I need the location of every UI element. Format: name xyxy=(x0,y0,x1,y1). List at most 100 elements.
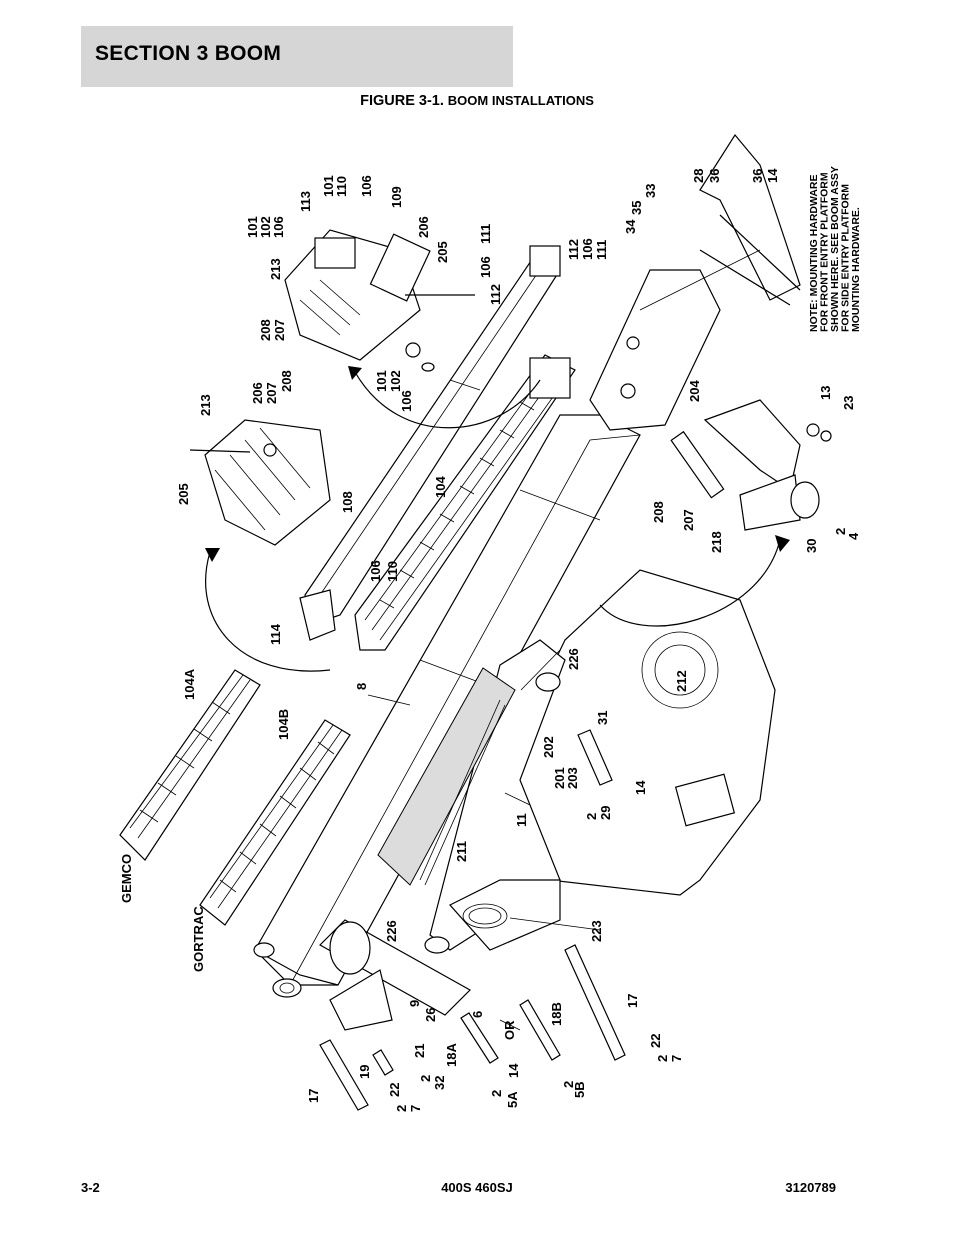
callout-226b: 226 xyxy=(384,920,399,942)
callout-11: 11 xyxy=(514,813,529,827)
callout-207b: 207 xyxy=(264,382,279,404)
callout-14b: 14 xyxy=(633,780,648,795)
note-line-5: MOUNTING HARDWARE. xyxy=(850,207,862,332)
callout-101c: 101 xyxy=(374,370,389,392)
callout-111a: 111 xyxy=(478,224,493,244)
callout-110b: 110 xyxy=(385,561,400,582)
callout-2e: 2 xyxy=(561,1081,576,1088)
callout-7b: 7 xyxy=(408,1105,423,1112)
fly-boom-channel xyxy=(299,245,561,641)
label-gemco: GEMCO xyxy=(119,854,134,903)
callout-17b: 17 xyxy=(306,1089,321,1103)
callout-106b: 106 xyxy=(359,175,374,197)
callout-212: 212 xyxy=(674,670,689,692)
callout-2a: 2 xyxy=(833,528,848,535)
bracket-assembly xyxy=(670,399,832,531)
callout-23: 23 xyxy=(841,396,856,410)
callout-104b: 104B xyxy=(276,709,291,740)
callout-22a: 22 xyxy=(648,1034,663,1048)
callout-5b: 5B xyxy=(572,1081,587,1098)
callout-226a: 226 xyxy=(566,648,581,670)
callout-106a: 106 xyxy=(271,216,286,238)
callout-106e: 106 xyxy=(399,390,414,412)
gemco-track-104A xyxy=(119,669,261,861)
detail-arrows xyxy=(205,366,790,672)
figure-number: FIGURE 3-1. xyxy=(360,93,444,109)
callout-205a: 205 xyxy=(435,241,450,263)
section-header-bar: SECTION 3 BOOM xyxy=(81,26,513,87)
label-gortrac: GORTRAC xyxy=(191,906,206,972)
callout-36b: 36 xyxy=(750,169,765,183)
callout-2b: 2 xyxy=(584,813,599,820)
section-title: SECTION 3 BOOM xyxy=(95,42,282,65)
callout-26: 26 xyxy=(423,1008,438,1022)
callout-36a: 36 xyxy=(707,169,722,183)
callout-31: 31 xyxy=(595,711,610,725)
callout-213a: 213 xyxy=(268,258,283,280)
callout-207c: 207 xyxy=(681,509,696,531)
callout-203: 203 xyxy=(565,767,580,789)
callout-2d: 2 xyxy=(489,1090,504,1097)
gortrac-track-104B xyxy=(199,719,351,926)
callout-112a: 112 xyxy=(488,284,503,305)
callout-33: 33 xyxy=(643,184,658,198)
note-line-3: SHOWN HERE. SEE BOOM ASSY xyxy=(829,166,841,332)
shaded-cover xyxy=(377,667,516,886)
callout-or: OR xyxy=(502,1020,517,1040)
callout-34: 34 xyxy=(623,219,638,234)
callout-110a: 110 xyxy=(334,176,349,197)
callout-208c: 208 xyxy=(651,501,666,523)
callout-111b: 111 xyxy=(594,240,609,260)
page-number: 3-2 xyxy=(81,1180,100,1195)
callout-101b: 101 xyxy=(321,175,336,197)
callout-17a: 17 xyxy=(625,994,640,1008)
callout-29: 29 xyxy=(598,806,613,820)
callout-13: 13 xyxy=(818,386,833,400)
cable-track-104 xyxy=(354,354,576,651)
callout-14c: 14 xyxy=(506,1063,521,1078)
callout-2g: 2 xyxy=(394,1105,409,1112)
platform-mount xyxy=(589,133,801,431)
main-boom xyxy=(253,414,641,998)
callout-8: 8 xyxy=(354,683,369,690)
callout-114: 114 xyxy=(268,623,283,645)
callout-201: 201 xyxy=(552,767,567,789)
callout-7a: 7 xyxy=(669,1055,684,1062)
callout-2f: 2 xyxy=(418,1075,433,1082)
callout-213b: 213 xyxy=(198,394,213,416)
callout-112b: 112 xyxy=(566,239,581,260)
callout-108: 108 xyxy=(340,491,355,513)
callout-104: 104 xyxy=(433,476,448,498)
callout-208a: 208 xyxy=(258,319,273,341)
callout-labels: 101 102 106 113 101 110 106 109 206 205 … xyxy=(119,168,861,1112)
callout-106d: 106 xyxy=(580,238,595,260)
figure-title: BOOM INSTALLATIONS xyxy=(447,93,594,108)
callout-206a: 206 xyxy=(416,216,431,238)
callout-18b: 18B xyxy=(549,1002,564,1026)
callout-18a: 18A xyxy=(444,1043,459,1067)
callout-106f: 106 xyxy=(368,560,383,582)
callout-207a: 207 xyxy=(272,319,287,341)
callout-208b: 208 xyxy=(279,370,294,392)
callout-218: 218 xyxy=(709,531,724,553)
callout-106c: 106 xyxy=(478,256,493,278)
callout-202: 202 xyxy=(541,736,556,758)
lower-boom xyxy=(424,639,566,954)
callout-32: 32 xyxy=(432,1076,447,1090)
callout-223: 223 xyxy=(589,920,604,942)
callout-19: 19 xyxy=(357,1065,372,1079)
upper-detail-bracket xyxy=(284,229,475,372)
callout-204: 204 xyxy=(687,380,702,402)
callout-5a: 5A xyxy=(505,1091,520,1108)
figure-caption: FIGURE 3-1. BOOM INSTALLATIONS xyxy=(0,92,954,109)
callout-30: 30 xyxy=(804,539,819,553)
callout-109: 109 xyxy=(389,186,404,208)
callout-205b: 205 xyxy=(176,483,191,505)
callout-6: 6 xyxy=(470,1011,485,1018)
pins xyxy=(319,729,626,1111)
callout-14a: 14 xyxy=(765,168,780,183)
note-line-2: FOR FRONT ENTRY PLATFORM xyxy=(819,172,831,332)
callout-102a: 102 xyxy=(258,216,273,238)
callout-113: 113 xyxy=(298,191,313,212)
